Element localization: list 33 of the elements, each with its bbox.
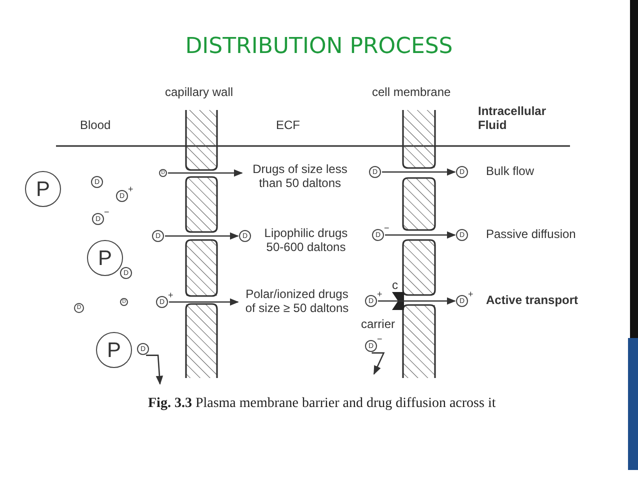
label-text: cell membrane bbox=[372, 85, 451, 100]
annotation-text: Drugs of size less than 50 daltons bbox=[244, 162, 356, 191]
charge-sign: − bbox=[104, 208, 110, 217]
label-text: carrier bbox=[361, 317, 396, 332]
charge-sign: + bbox=[468, 290, 474, 299]
label-text: Intracellular Fluid bbox=[478, 104, 548, 133]
label-text: Lipophilic drugs 50-600 daltons bbox=[263, 226, 349, 255]
arrow bbox=[165, 232, 239, 240]
charge-sign: + bbox=[168, 291, 174, 300]
label-text: c bbox=[392, 278, 398, 292]
label-text: Active transport bbox=[486, 293, 578, 308]
arrow bbox=[168, 298, 239, 306]
title: DISTRIBUTION PROCESS bbox=[184, 34, 454, 59]
arrow bbox=[168, 169, 243, 177]
caption: Fig. 3.3 Plasma membrane barrier and drug diffusion across it bbox=[148, 396, 496, 412]
label-text: Blood bbox=[80, 118, 111, 132]
arrow bbox=[378, 297, 456, 305]
label-text: Bulk flow bbox=[486, 164, 534, 178]
charge-sign: + bbox=[128, 185, 134, 194]
charge-sign: + bbox=[377, 290, 382, 299]
protein-circle: P bbox=[25, 171, 61, 207]
charge-sign: − bbox=[377, 335, 382, 344]
charge-sign: − bbox=[384, 224, 390, 233]
arrow bbox=[146, 354, 164, 385]
annotation-text: Polar/ionized drugs of size ≥ 50 daltons bbox=[240, 287, 354, 316]
arrow bbox=[385, 231, 456, 239]
protein-circle: P bbox=[87, 240, 123, 276]
protein-circle: P bbox=[96, 332, 132, 368]
arrow bbox=[372, 352, 385, 375]
label-text: capillary wall bbox=[165, 85, 234, 100]
label-text: ECF bbox=[276, 118, 300, 132]
arrow bbox=[382, 168, 456, 176]
label-text: Passive diffusion bbox=[486, 227, 576, 242]
